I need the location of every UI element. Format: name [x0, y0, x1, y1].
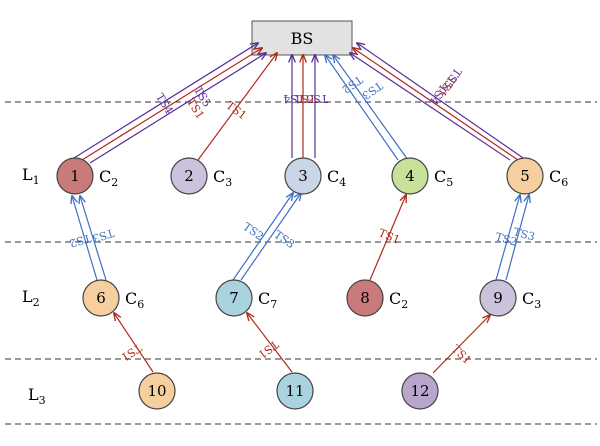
edge-12-to-9 — [432, 315, 490, 374]
node-circle — [391, 157, 429, 195]
layer-label-name: L — [22, 165, 33, 184]
edge-label: TS4 — [153, 91, 176, 116]
node-4: 4 C5 — [391, 157, 453, 195]
edge-label: TS2 — [494, 230, 519, 248]
node-label: 2 — [184, 167, 194, 185]
edges — [72, 43, 529, 374]
cluster-label: C4 — [327, 167, 346, 189]
edge-4-to-BS — [333, 55, 409, 161]
node-label: 11 — [285, 382, 304, 400]
node-2: 2 C3 — [170, 157, 232, 195]
edge-label: TS1 — [119, 341, 144, 364]
cluster-label: C2 — [389, 289, 408, 311]
edge-1-to-BS — [81, 48, 262, 161]
edge-10-to-6 — [114, 313, 154, 373]
edge-4-to-BS — [325, 55, 399, 161]
edge-5-to-BS — [350, 53, 511, 161]
node-circle — [346, 279, 384, 317]
node-label: 1 — [70, 167, 80, 185]
node-circle — [56, 157, 94, 195]
node-circle — [401, 372, 439, 410]
node-circle — [215, 279, 253, 317]
node-5: 5 C6 — [506, 157, 568, 195]
node-12: 12 — [401, 372, 439, 410]
layer-labels: L1 L2 L3 — [22, 165, 46, 407]
layer-label-l3: L3 — [28, 385, 46, 407]
cluster-label: C6 — [549, 167, 568, 189]
node-label: 12 — [410, 382, 429, 400]
layer-label-l1: L1 — [22, 165, 40, 187]
node-label: 8 — [360, 289, 370, 307]
edge-11-to-7 — [247, 313, 293, 373]
layer-separators — [5, 101, 597, 425]
base-station-label: BS — [291, 29, 314, 48]
node-label: 4 — [405, 167, 415, 185]
edge-label: TS1 — [294, 92, 316, 105]
node-circle — [284, 157, 322, 195]
node-label: 6 — [96, 289, 106, 307]
node-label: 5 — [520, 167, 530, 185]
node-3: 3 C4 — [284, 157, 346, 195]
edge-1-to-BS — [73, 43, 258, 159]
edge-label: TS2 — [68, 231, 93, 250]
edge-6-to-1 — [80, 196, 107, 281]
layer-label-sub: 1 — [33, 174, 40, 187]
edge-label: TS2 — [241, 220, 266, 243]
cluster-label: C5 — [434, 167, 453, 189]
edge-label: TS3 — [512, 225, 537, 243]
node-circle — [276, 372, 314, 410]
layer-label-sub: 3 — [39, 394, 46, 407]
edge-8-to-4 — [369, 195, 406, 281]
layer-label-sub: 2 — [33, 296, 40, 309]
edge-9-to-5 — [495, 195, 520, 281]
edge-7-to-3 — [232, 193, 293, 281]
edge-label: TS1 — [377, 226, 402, 247]
edge-label: TS5 — [306, 92, 328, 105]
layer-label-l2: L2 — [22, 287, 40, 309]
node-9: 9 C3 — [479, 279, 541, 317]
cluster-label: C7 — [258, 289, 277, 311]
node-11: 11 — [276, 372, 314, 410]
node-7: 7 C7 — [215, 279, 277, 317]
cluster-label: C2 — [99, 167, 118, 189]
node-circle — [138, 372, 176, 410]
node-1: 1 C2 — [56, 157, 118, 195]
edge-1-to-BS — [89, 53, 266, 164]
base-station: BS — [251, 20, 353, 56]
node-circle — [82, 279, 120, 317]
edge-5-to-BS — [357, 43, 527, 161]
edge-label: TS4 — [283, 92, 305, 105]
layer-label-name: L — [22, 287, 33, 306]
node-6: 6 C6 — [82, 279, 144, 317]
layer-label-name: L — [28, 385, 39, 404]
node-8: 8 C2 — [346, 279, 408, 317]
edge-5-to-BS — [353, 48, 519, 161]
edge-7-to-3 — [240, 193, 301, 281]
node-label: 3 — [298, 167, 308, 185]
cluster-label: C3 — [213, 167, 232, 189]
node-circle — [506, 157, 544, 195]
edge-label: TS3 — [272, 228, 297, 251]
edge-6-to-1 — [72, 196, 98, 281]
edge-label: TS1 — [449, 342, 474, 367]
node-circle — [479, 279, 517, 317]
cluster-label: C3 — [522, 289, 541, 311]
edge-label: TS3 — [91, 226, 116, 245]
edge-2-to-BS — [197, 53, 277, 161]
cluster-label: C6 — [125, 289, 144, 311]
node-circle — [170, 157, 208, 195]
edge-9-to-5 — [505, 195, 529, 281]
node-label: 7 — [229, 289, 239, 307]
base-station-box — [251, 20, 353, 56]
node-label: 9 — [493, 289, 503, 307]
node-10: 10 — [138, 372, 176, 410]
node-label: 10 — [147, 382, 166, 400]
